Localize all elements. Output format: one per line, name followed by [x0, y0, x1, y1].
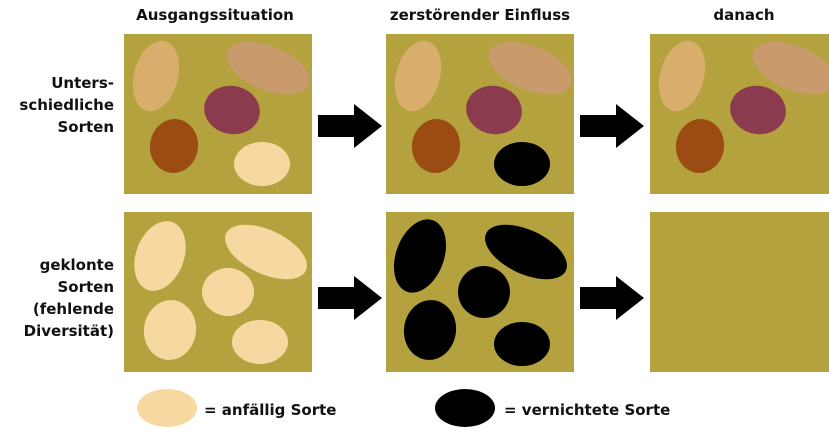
row1-line1: Unters-	[0, 72, 114, 94]
potato-destroyed	[400, 297, 460, 364]
panel-row2-destroying-drawing	[386, 212, 574, 372]
row1-line3: Sorten	[0, 116, 114, 138]
potato-light	[140, 297, 200, 364]
potato-destroyed	[494, 322, 550, 366]
row2-line2: Sorten	[0, 276, 114, 298]
panel-row2-after	[650, 212, 829, 372]
potato-tan	[125, 36, 186, 117]
potato-light	[234, 142, 290, 186]
potato-light	[125, 214, 195, 298]
potato-brown	[672, 116, 727, 176]
row2-line3: (fehlende	[0, 298, 114, 320]
row1-line2: schiedliche	[0, 94, 114, 116]
potato-purple	[200, 81, 265, 140]
header-danach: danach	[650, 6, 829, 24]
potato-light	[232, 320, 288, 364]
arrow-right-icon	[318, 104, 382, 148]
panel-row2-initial	[124, 212, 312, 372]
legend-destroyed-icon	[434, 388, 496, 428]
potato-light	[202, 268, 254, 316]
row-label-unterschiedliche-sorten: Unters- schiedliche Sorten	[0, 72, 114, 138]
legend-susceptible-icon	[136, 388, 198, 428]
potato-purple	[462, 81, 527, 140]
panel-row1-initial	[124, 34, 312, 194]
panel-row1-initial-drawing	[124, 34, 312, 194]
panel-row1-after	[650, 34, 829, 194]
potato-brown	[408, 116, 463, 176]
potato-tan	[651, 36, 712, 117]
arrow-right-icon	[580, 276, 644, 320]
header-zerstoerender-einfluss: zerstörender Einfluss	[380, 6, 580, 24]
potato-purple	[726, 81, 791, 140]
legend-destroyed-label: = vernichtete Sorte	[504, 401, 670, 419]
potato-destroyed	[386, 212, 456, 300]
arrow-right-icon	[318, 276, 382, 320]
panel-row2-initial-drawing	[124, 212, 312, 372]
row-label-geklonte-sorten: geklonte Sorten (fehlende Diversität)	[0, 254, 114, 342]
panel-row2-destroying	[386, 212, 574, 372]
potato-destroyed	[458, 266, 510, 318]
legend-susceptible-label: = anfällig Sorte	[204, 401, 336, 419]
row2-line4: Diversität)	[0, 320, 114, 342]
potato-destroyed	[494, 142, 550, 186]
panel-row1-after-drawing	[650, 34, 829, 194]
panel-row1-destroying-drawing	[386, 34, 574, 194]
header-ausgangssituation: Ausgangssituation	[130, 6, 300, 24]
panel-row1-destroying	[386, 34, 574, 194]
row2-line1: geklonte	[0, 254, 114, 276]
potato-tan	[387, 36, 448, 117]
arrow-right-icon	[580, 104, 644, 148]
potato-brown	[146, 116, 201, 176]
